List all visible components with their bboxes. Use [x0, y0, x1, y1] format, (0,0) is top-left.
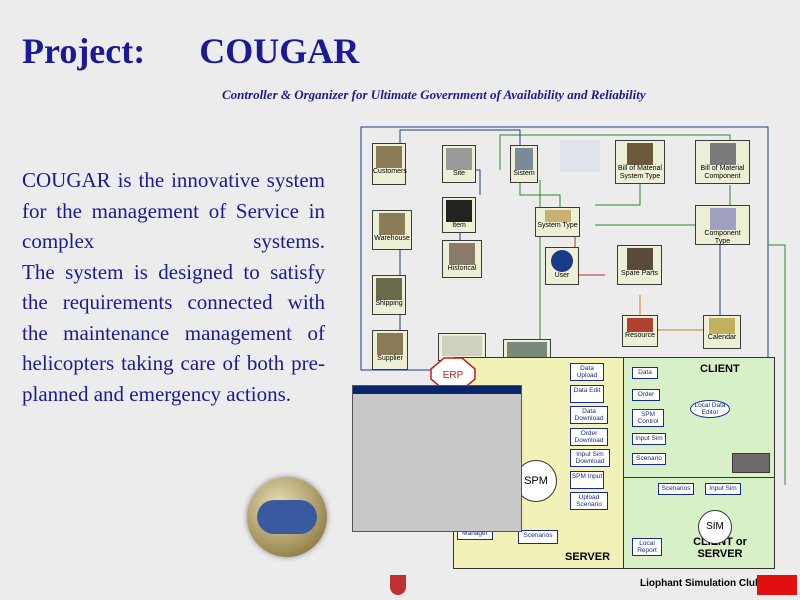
- box-scenarios-server: Scenarios: [518, 530, 558, 544]
- node-component-type: Component Type: [695, 205, 750, 245]
- node-warehouse: Warehouse: [372, 210, 412, 250]
- slide-title: Project: COUGAR: [22, 31, 360, 71]
- node-user: User: [545, 247, 579, 285]
- sim-node: SIM: [698, 510, 732, 544]
- box-scenario: Scenario: [632, 453, 666, 465]
- node-resource: Resource: [622, 315, 658, 347]
- node-shipping: Shipping: [372, 275, 406, 315]
- node-site: Site: [442, 145, 476, 183]
- box-data-download: Data Download: [570, 406, 608, 424]
- box-input-sim-download: Input Sim Download: [570, 449, 610, 467]
- box-scenarios-client: Scenarios: [658, 483, 694, 495]
- box-data-upload: Data Upload: [570, 363, 604, 381]
- box-order-download: Order Download: [570, 428, 608, 446]
- box-local-data-editor: Local Data Editor: [690, 400, 730, 418]
- box-order: Order: [632, 389, 660, 401]
- node-photo: [438, 333, 486, 361]
- box-spm-input: SPM Input: [570, 471, 604, 489]
- client-label: CLIENT: [700, 363, 740, 375]
- flag-icon: [757, 575, 797, 595]
- node-customers: Customers: [372, 143, 407, 185]
- node-system-type: System Type: [535, 207, 580, 237]
- footer-club-name: Liophant Simulation Club: [640, 578, 762, 589]
- node-spare-parts: Spare Parts: [617, 245, 662, 285]
- box-local-report: Local Report: [632, 538, 662, 556]
- server-label: SERVER: [565, 551, 611, 563]
- node-bom-component: Bill of Material Component: [695, 140, 750, 184]
- box-upload-scenario: Upload Scenario: [570, 492, 608, 510]
- box-data: Data: [632, 367, 658, 379]
- node-item: Item: [442, 197, 476, 233]
- slide-subtitle: Controller & Organizer for Ultimate Gove…: [222, 87, 646, 102]
- computer-image: [732, 453, 770, 473]
- description-paragraph: The system is designed to satisfy the re…: [22, 259, 325, 406]
- box-spm-control: SPM Control: [632, 409, 664, 427]
- spm-node: SPM: [515, 460, 557, 502]
- map-image: [560, 140, 600, 172]
- node-historical: Historical: [442, 240, 482, 278]
- architecture-diagram: Customers Site Sistem Bill of Material S…: [360, 125, 800, 600]
- node-supplier: Supplier: [372, 330, 408, 370]
- description-paragraph: COUGAR is the innovative system for the …: [22, 168, 325, 253]
- crest-icon: [390, 575, 406, 595]
- node-bom-system: Bill of Material System Type: [615, 140, 665, 184]
- erp-label: ERP: [443, 370, 464, 381]
- node-system: Sistem: [510, 145, 538, 183]
- box-input-sim: Input Sim: [632, 433, 666, 445]
- box-data-edit: Data Edit: [570, 385, 604, 403]
- node-calendar: Calendar: [703, 315, 741, 349]
- box-input-sim-client: Input Sim: [705, 483, 741, 495]
- description-text: COUGAR is the innovative system for the …: [22, 165, 325, 409]
- window-titlebar: [353, 386, 521, 394]
- logo-emblem: [257, 500, 317, 534]
- application-window-screenshot: [352, 385, 522, 532]
